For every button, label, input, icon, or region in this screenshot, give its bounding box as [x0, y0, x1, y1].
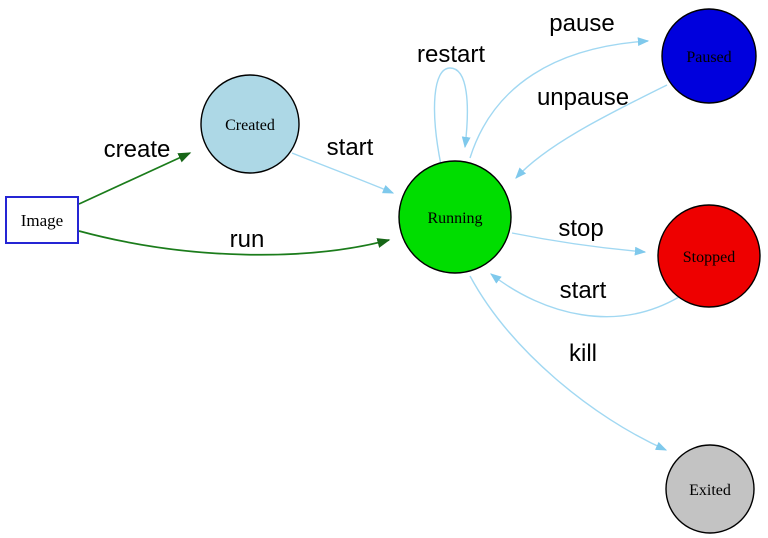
- nodes: Image Created Running Paused Stopped Exi…: [5, 8, 761, 534]
- edge-unpause-line: [515, 84, 668, 179]
- edge-kill-label: kill: [569, 340, 597, 367]
- edge-run: run: [78, 226, 391, 256]
- edge-restart-line: [433, 67, 471, 166]
- edge-run-line: [78, 230, 391, 256]
- edge-start-stopped-running: start: [490, 273, 680, 318]
- edge-pause-line: [469, 37, 650, 159]
- edge-create: create: [78, 136, 192, 205]
- node-image-shape: [5, 196, 79, 244]
- node-running: Running: [398, 160, 512, 274]
- edge-unpause-label: unpause: [537, 84, 629, 111]
- node-paused: Paused: [661, 8, 757, 104]
- node-running-label: Running: [427, 210, 482, 227]
- edge-unpause: unpause: [515, 84, 668, 179]
- node-paused-shape: [661, 8, 757, 104]
- edge-create-line: [78, 152, 192, 205]
- node-exited: Exited: [665, 444, 755, 534]
- edge-start2-line: [490, 273, 680, 318]
- node-created: Created: [200, 74, 300, 174]
- node-running-shape: [398, 160, 512, 274]
- edge-run-label: run: [230, 226, 265, 253]
- edge-start1-label: start: [327, 134, 374, 161]
- node-image-label: Image: [21, 211, 63, 230]
- edge-kill: kill: [469, 275, 668, 451]
- node-created-label: Created: [225, 117, 275, 134]
- edge-stop-label: stop: [558, 215, 603, 242]
- edge-start-created-running: start: [291, 134, 395, 194]
- node-stopped-label: Stopped: [683, 249, 735, 266]
- edge-create-label: create: [104, 136, 171, 163]
- edge-pause-label: pause: [549, 10, 614, 37]
- edge-stop: stop: [511, 215, 647, 256]
- edge-restart-label: restart: [417, 41, 485, 68]
- edge-stop-line: [511, 232, 647, 256]
- edge-start1-line: [291, 152, 395, 194]
- node-image: Image: [5, 196, 79, 244]
- edge-start2-label: start: [560, 277, 607, 304]
- node-stopped: Stopped: [657, 204, 761, 308]
- node-created-shape: [200, 74, 300, 174]
- edges: create run start restart pause unpause: [78, 10, 680, 451]
- node-exited-shape: [665, 444, 755, 534]
- node-paused-label: Paused: [686, 49, 731, 66]
- node-stopped-shape: [657, 204, 761, 308]
- edge-kill-line: [469, 275, 668, 451]
- edge-pause: pause: [469, 10, 650, 159]
- node-exited-label: Exited: [689, 482, 731, 499]
- edge-restart: restart: [417, 41, 485, 166]
